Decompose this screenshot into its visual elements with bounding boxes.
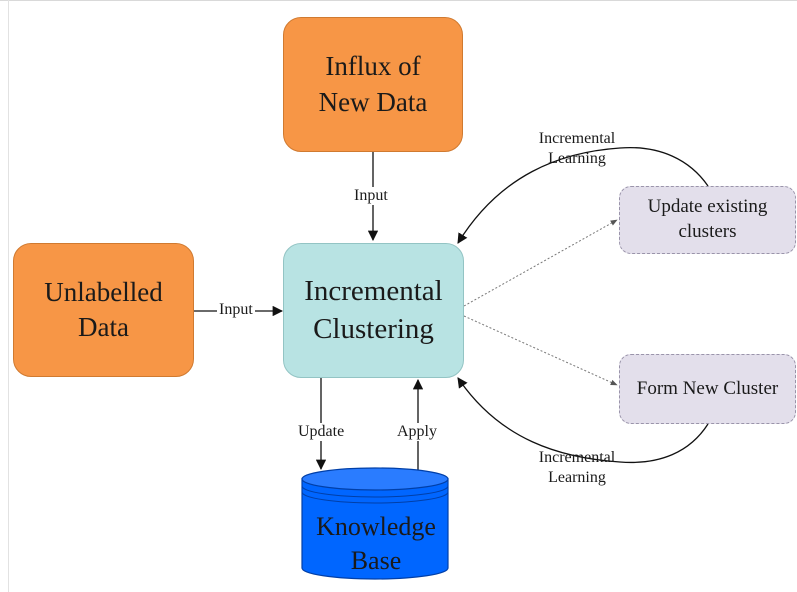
input-label-left: Input (217, 301, 255, 320)
unlabelled-data-label: Unlabelled Data (44, 276, 163, 342)
unlabelled-data-box: Unlabelled Data (13, 243, 194, 377)
incremental-learning-label-bottom: Incremental Learning (522, 448, 632, 488)
incremental-learning-top-line1: Incremental (538, 130, 616, 147)
update-existing-clusters-label: Update existing clusters (647, 196, 768, 242)
incremental-clustering-label: Incremental Clustering (304, 274, 443, 345)
form-new-cluster-box: Form New Cluster (619, 354, 796, 424)
incremental-learning-top-line2: Learning (548, 150, 606, 167)
apply-label: Apply (395, 423, 439, 442)
influx-of-new-data-box: Influx of New Data (283, 17, 463, 152)
form-new-cluster-label: Form New Cluster (636, 377, 779, 399)
influx-of-new-data-label: Influx of New Data (318, 51, 428, 117)
knowledge-base-cylinder (301, 467, 449, 580)
incremental-clustering-box: Incremental Clustering (283, 243, 464, 378)
knowledge-base-label: Knowledge Base (316, 512, 436, 575)
learning-curve-top (457, 146, 709, 244)
learning-curve-bottom (457, 377, 709, 464)
frame-top-edge (0, 0, 797, 1)
dotted-arrow-to-form-new (463, 315, 618, 386)
update-label: Update (296, 423, 347, 442)
update-existing-clusters-box: Update existing clusters (619, 186, 796, 254)
incremental-learning-label-top: Incremental Learning (522, 129, 632, 169)
input-label-top: Input (352, 187, 390, 206)
frame-left-edge (8, 0, 9, 592)
incremental-learning-bottom-line2: Learning (548, 469, 606, 486)
incremental-learning-bottom-line1: Incremental (538, 449, 616, 466)
dotted-arrow-to-update-existing (463, 219, 618, 307)
